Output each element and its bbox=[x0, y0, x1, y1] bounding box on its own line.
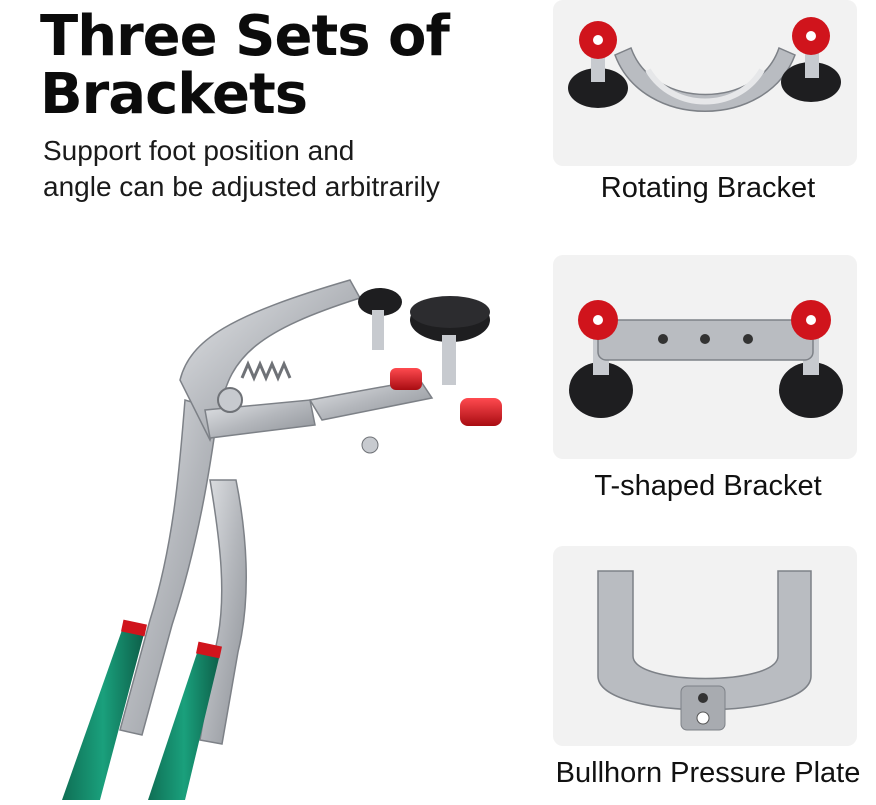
red-knob bbox=[390, 368, 422, 390]
t-shaped-bracket-image bbox=[553, 255, 857, 459]
caption-bullhorn-pressure-plate: Bullhorn Pressure Plate bbox=[555, 757, 861, 789]
plier-upper-handle bbox=[119, 399, 219, 736]
subtitle-line-1: Support foot position and bbox=[43, 135, 355, 166]
plier-red-ring-right bbox=[196, 641, 222, 659]
title-line-2: Brackets bbox=[40, 62, 308, 127]
plier-red-ring-left bbox=[121, 619, 147, 637]
plier-green-grip-right bbox=[148, 650, 220, 800]
page-title: Three Sets of Brackets bbox=[40, 8, 450, 127]
plier-spring bbox=[240, 360, 292, 382]
caption-t-shaped-bracket: T-shaped Bracket bbox=[594, 470, 822, 502]
page-subtitle: Support foot position and angle can be a… bbox=[43, 133, 440, 205]
rotating-bracket-image bbox=[553, 0, 857, 166]
plier-green-grip-left bbox=[62, 630, 144, 800]
red-knob bbox=[460, 398, 502, 426]
title-line-1: Three Sets of bbox=[40, 4, 450, 69]
bullhorn-plate-image bbox=[553, 546, 857, 746]
subtitle-line-2: angle can be adjusted arbitrarily bbox=[43, 171, 440, 202]
caption-rotating-bracket: Rotating Bracket bbox=[600, 172, 816, 204]
plier-tool-image bbox=[60, 260, 530, 805]
